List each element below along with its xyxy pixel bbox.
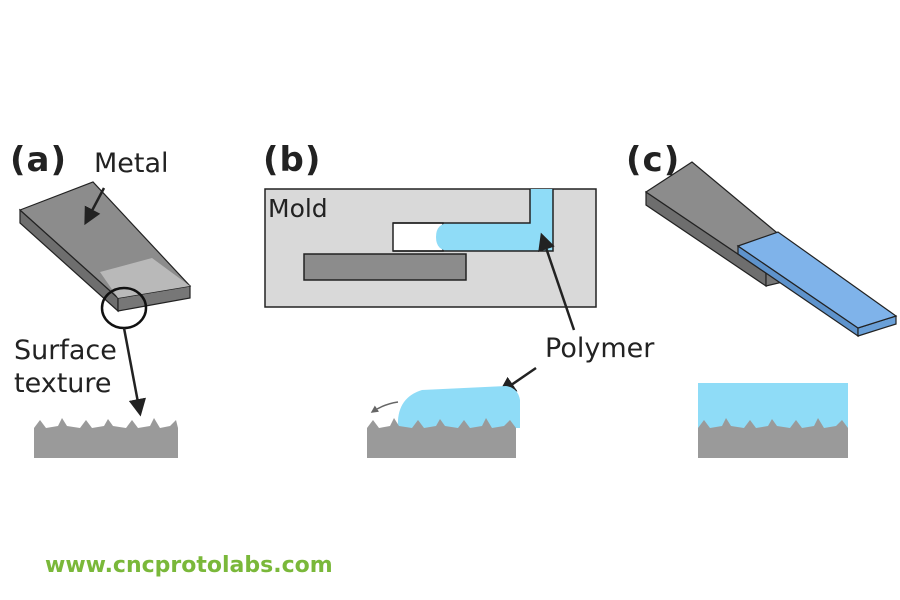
mold-inner-edge — [393, 189, 531, 224]
polymer-label: Polymer — [545, 333, 655, 364]
panel-a — [18, 181, 192, 458]
panel-label-a: (a) — [10, 140, 68, 180]
polymer-droplet — [397, 386, 520, 428]
panel-label-b: (b) — [263, 140, 322, 180]
surface-label-line1: Surface — [14, 335, 117, 366]
metal-insert — [303, 253, 467, 281]
metal-label: Metal — [94, 148, 169, 179]
magnifier-arrow — [122, 327, 147, 417]
flow-direction-arrow — [370, 401, 399, 413]
watermark-url: www.cncprotolabs.com — [45, 553, 333, 578]
mold-cavity — [392, 222, 444, 252]
surface-label-line2: texture — [14, 368, 112, 399]
surface-texture-profile-b — [367, 418, 516, 458]
metal-arrow — [84, 187, 106, 226]
mold-label: Mold — [268, 194, 328, 223]
polymer-arrow-upper — [538, 232, 576, 331]
panel-label-c: (c) — [626, 140, 681, 180]
polymer-bar-top — [736, 231, 898, 329]
surface-texture-profile-c — [698, 418, 848, 458]
polymer-flow — [436, 189, 553, 251]
panel-b — [264, 188, 597, 458]
surface-texture-profile-a — [34, 418, 178, 458]
panel-c — [644, 161, 898, 458]
